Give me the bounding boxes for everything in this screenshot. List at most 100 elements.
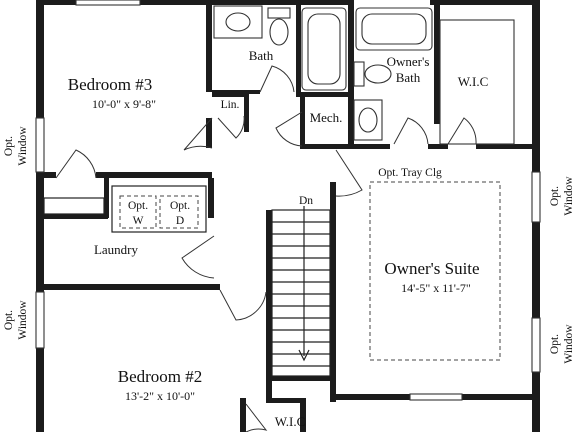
wall-bed3-bottom-a bbox=[36, 172, 56, 178]
door-laundry bbox=[181, 235, 215, 279]
label-opt-washer-1: Opt. bbox=[128, 200, 148, 212]
wall-laundry-right bbox=[208, 178, 214, 218]
wall-bed2-right bbox=[266, 290, 272, 398]
svg-text:Opt.: Opt. bbox=[3, 136, 15, 156]
room-name-bedroom2: Bedroom #2 bbox=[118, 367, 203, 386]
room-name-mech: Mech. bbox=[310, 110, 343, 125]
room-dims-bedroom3: 10'-0" x 9'-8" bbox=[92, 97, 156, 111]
wall-owner-bath-right bbox=[434, 0, 440, 124]
door-bedroom3-closet bbox=[55, 149, 97, 179]
room-name-owners-bath-1: Owner's bbox=[387, 54, 430, 69]
wall-left-upper bbox=[36, 0, 44, 118]
wall-right-mid bbox=[532, 222, 540, 318]
wall-top-left bbox=[36, 0, 112, 5]
door-linen bbox=[217, 115, 245, 139]
wall-bed3-bottom-b bbox=[96, 172, 212, 178]
svg-text:Window: Window bbox=[563, 324, 575, 364]
room-name-linen: Lin. bbox=[221, 99, 240, 111]
bath-toilet-bowl bbox=[269, 18, 289, 46]
svg-text:Opt.: Opt. bbox=[549, 334, 561, 354]
door-bath bbox=[259, 65, 295, 93]
room-name-bedroom3: Bedroom #3 bbox=[68, 75, 153, 94]
window-left-lower bbox=[35, 291, 45, 349]
wall-top-right bbox=[430, 0, 540, 5]
window-right-lower bbox=[531, 317, 541, 373]
owner-tub-inner bbox=[361, 13, 427, 45]
door-owners-suite bbox=[335, 149, 363, 197]
wall-mech-top bbox=[296, 92, 352, 97]
label-opt-dryer-2: D bbox=[176, 215, 184, 227]
window-right-upper bbox=[531, 171, 541, 223]
wall-bed3-right-low bbox=[206, 118, 212, 148]
opt-window-left-top: Opt. Window bbox=[3, 126, 29, 166]
room-name-owners-bath-2: Bath bbox=[396, 70, 421, 85]
wall-closet-divider bbox=[104, 172, 109, 218]
svg-text:Window: Window bbox=[563, 176, 575, 216]
wall-left-lower bbox=[36, 348, 44, 432]
room-name-owners-suite: Owner's Suite bbox=[384, 259, 479, 278]
svg-text:Window: Window bbox=[17, 300, 29, 340]
laundry-counter bbox=[111, 185, 207, 233]
opt-window-left-bottom: Opt. Window bbox=[3, 300, 29, 340]
stair-frame bbox=[271, 209, 331, 377]
door-owner-bath bbox=[393, 117, 429, 145]
label-opt-tray: Opt. Tray Clg bbox=[378, 167, 442, 179]
wall-top-mid bbox=[140, 0, 350, 5]
label-opt-washer-2: W bbox=[133, 215, 144, 227]
wall-laundry-shelf bbox=[36, 214, 108, 219]
opt-window-right-bottom: Opt. Window bbox=[549, 324, 575, 364]
owner-toilet-bowl bbox=[364, 64, 392, 84]
room-dims-owners-suite: 14'-5" x 11'-7" bbox=[401, 281, 471, 295]
door-bedroom2 bbox=[219, 289, 267, 321]
bath-tub-inner bbox=[307, 13, 341, 85]
window-bottom-suite bbox=[409, 393, 463, 401]
bath-sink bbox=[225, 12, 251, 32]
room-name-wic-bottom: W.I.C bbox=[275, 414, 306, 429]
owner-toilet-tank bbox=[353, 61, 365, 87]
wall-stair-bottom bbox=[266, 376, 336, 381]
window-left-upper bbox=[35, 117, 45, 173]
wall-mech-left bbox=[300, 97, 305, 147]
wall-wic-bottom-left bbox=[240, 398, 246, 432]
closet-shelf bbox=[43, 197, 105, 215]
wic-shelf bbox=[439, 19, 515, 145]
tray-ceiling-outline bbox=[369, 181, 501, 361]
opt-washer-outline bbox=[119, 195, 157, 229]
wall-bath-bottom bbox=[212, 90, 260, 94]
windows bbox=[35, 0, 541, 401]
svg-text:Window: Window bbox=[17, 126, 29, 166]
bath-toilet-tank bbox=[267, 7, 291, 19]
door-mech bbox=[275, 111, 303, 147]
label-stairs-dn: Dn bbox=[299, 195, 313, 207]
opt-window-right-top: Opt. Window bbox=[549, 176, 575, 216]
svg-text:Opt.: Opt. bbox=[3, 310, 15, 330]
wall-ob-bottom bbox=[428, 144, 448, 149]
owner-sink bbox=[358, 107, 378, 133]
svg-text:Opt.: Opt. bbox=[549, 186, 561, 206]
wall-owner-bath-left bbox=[348, 0, 354, 146]
wall-mech-bottom bbox=[300, 144, 390, 149]
wall-wic-bottom-top bbox=[266, 398, 306, 403]
fixtures bbox=[43, 5, 515, 377]
wall-stair-right bbox=[330, 182, 336, 402]
room-dims-bedroom2: 13'-2" x 10'-0" bbox=[125, 389, 195, 403]
wall-linen bbox=[212, 92, 248, 97]
stairs bbox=[271, 206, 331, 377]
wall-bath-right bbox=[296, 0, 301, 96]
room-name-wic-top: W.I.C bbox=[458, 74, 489, 89]
door-wic-bottom bbox=[245, 403, 268, 432]
wall-left-mid bbox=[36, 172, 44, 292]
room-name-laundry: Laundry bbox=[94, 242, 139, 257]
wall-wic-bottom bbox=[476, 144, 540, 149]
wall-laundry-bottom bbox=[36, 284, 220, 290]
label-opt-dryer-1: Opt. bbox=[170, 200, 190, 212]
window-top-bedroom3 bbox=[75, 0, 141, 6]
labels: Bedroom #3 10'-0" x 9'-8" Bath Owner's B… bbox=[3, 48, 575, 429]
wall-bed3-right bbox=[206, 0, 212, 92]
room-name-bath: Bath bbox=[249, 48, 274, 63]
door-wic bbox=[447, 117, 477, 145]
doors bbox=[55, 65, 477, 432]
wall-right-lower bbox=[532, 372, 540, 432]
walls bbox=[36, 0, 540, 432]
